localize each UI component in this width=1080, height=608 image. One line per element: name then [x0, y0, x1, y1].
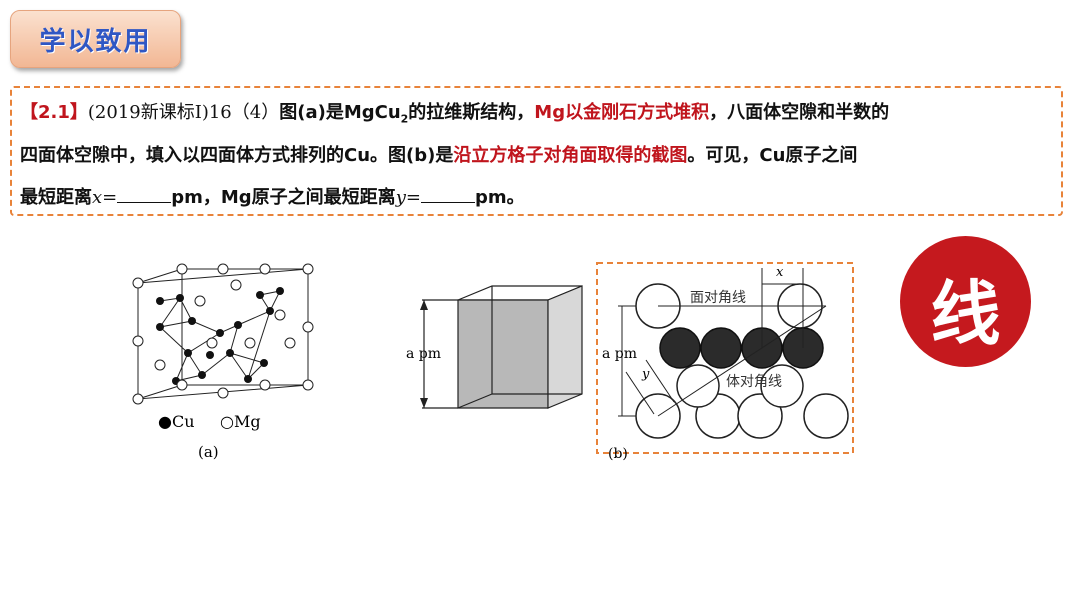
question-line-3: 最短距离x=pm，Mg原子之间最短距离y=pm。	[20, 183, 525, 209]
figure-b-caption: (b)	[608, 446, 628, 462]
text-segment: 图(a)是MgCu	[279, 102, 401, 123]
question-box	[10, 86, 1063, 216]
label-y: y	[641, 367, 650, 382]
question-line-1: 【2.1】(2019新课标I)16（4）图(a)是MgCu2的拉维斯结构，Mg以…	[20, 98, 889, 126]
text-segment: 的拉维斯结构，	[408, 102, 535, 123]
section-title: 学以致用	[39, 27, 152, 57]
stamp-circle: 线	[900, 236, 1031, 367]
equals-sign: =	[102, 187, 118, 208]
text-segment: 。可见，Cu原子之间	[687, 145, 858, 166]
text-segment: 最短距离	[20, 187, 92, 208]
answer-blank-x[interactable]	[117, 186, 172, 203]
question-line-2: 四面体空隙中，填入以四面体方式排列的Cu。图(b)是沿立方格子对角面取得的截图。…	[20, 141, 857, 167]
equals-sign: =	[405, 187, 421, 208]
legend-cu: ●Cu	[158, 412, 195, 431]
figure-b-cross-section: x 面对角线 a pm y 体对角线 (b)	[596, 262, 854, 462]
label-x: x	[776, 265, 784, 280]
variable-x: x	[92, 187, 103, 208]
figure-cube-diagonal-plane: a pm	[406, 285, 583, 409]
text-segment: ，八面体空隙和半数的	[709, 102, 890, 123]
label-body-diagonal: 体对角线	[726, 374, 782, 390]
question-number: 【2.1】	[20, 102, 88, 123]
label-face-diagonal: 面对角线	[690, 290, 746, 306]
answer-blank-y[interactable]	[420, 186, 475, 203]
section-badge: 学以致用	[10, 10, 181, 68]
variable-y: y	[395, 187, 406, 208]
highlight-text: 沿立方格子对角面取得的截图	[453, 145, 688, 166]
figure-a-laves-structure: ●Cu ○Mg (a)	[132, 263, 314, 461]
subscript: 2	[400, 112, 409, 126]
stamp-text: 线	[930, 272, 1001, 355]
text-segment: pm，Mg原子之间最短距离	[171, 187, 396, 208]
label-apm: a pm	[602, 346, 637, 362]
question-source: (2019新课标I)16（4）	[87, 102, 280, 123]
cube-side-label: a pm	[406, 346, 441, 362]
highlight-text: Mg以金刚石方式堆积	[534, 102, 710, 123]
text-segment: pm。	[474, 187, 525, 208]
figure-a-caption: (a)	[198, 443, 219, 461]
legend-mg: ○Mg	[220, 412, 261, 431]
text-segment: 四面体空隙中，填入以四面体方式排列的Cu。图(b)是	[20, 145, 454, 166]
